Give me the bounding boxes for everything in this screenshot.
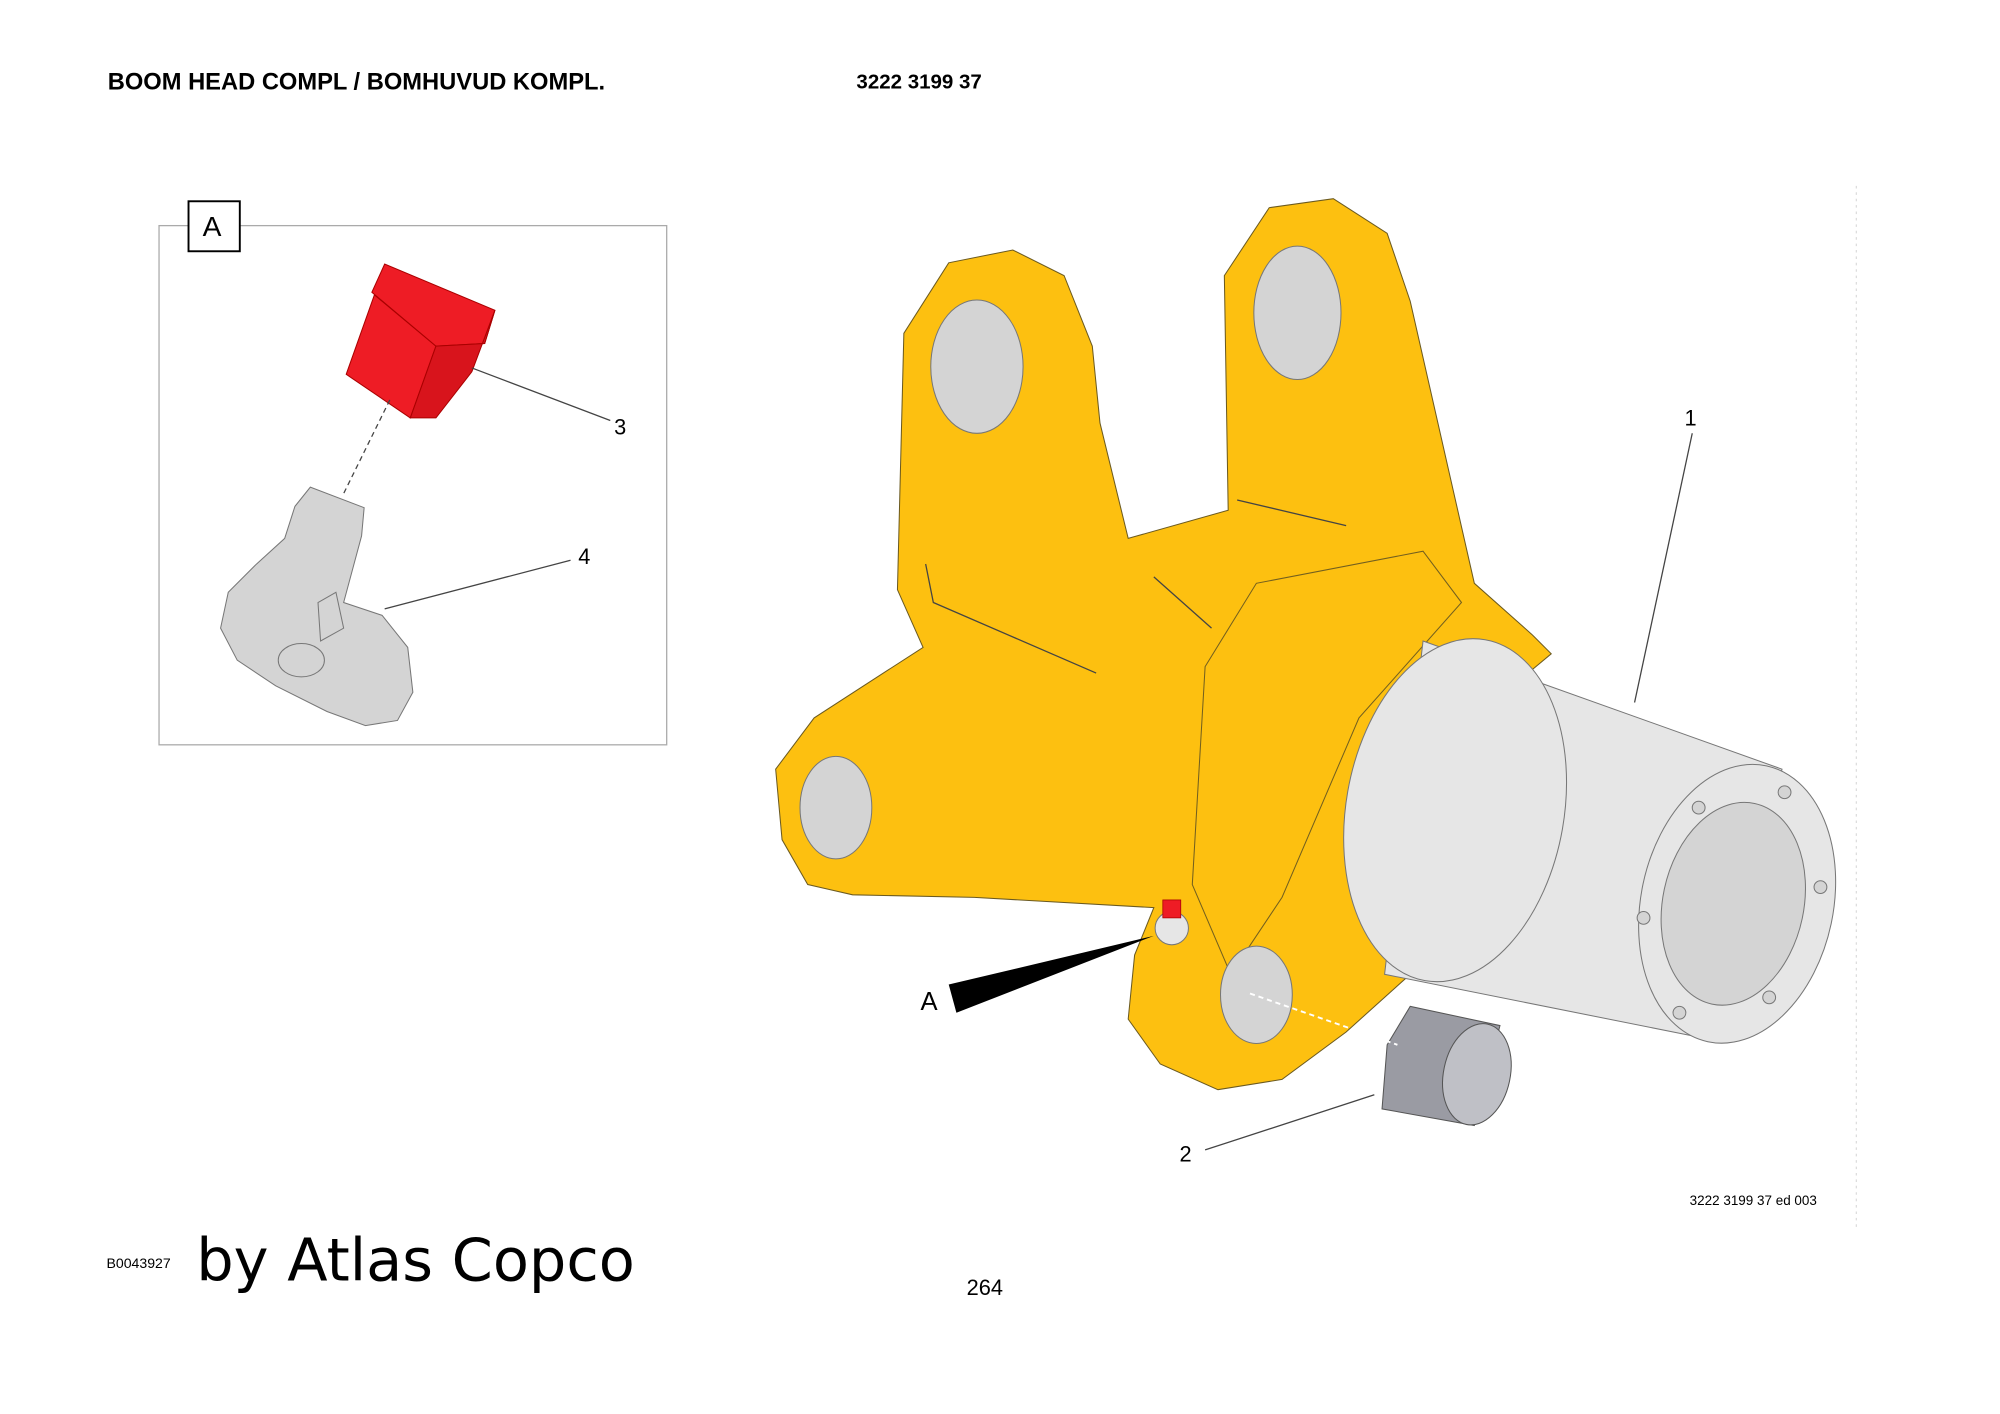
watermark: by Atlas Copco xyxy=(196,1226,635,1295)
callout-line-3 xyxy=(471,367,611,422)
part-number: 3222 3199 37 xyxy=(856,70,981,93)
detail-label-box xyxy=(187,200,241,253)
detail-view-a: A 3 4 xyxy=(158,200,668,746)
red-fitting-marker xyxy=(1162,899,1182,919)
red-cap-part-3 xyxy=(345,263,496,419)
callout-1: 1 xyxy=(1685,406,1697,431)
callout-line-1 xyxy=(1633,433,1693,703)
callout-line-2 xyxy=(1204,1094,1375,1151)
callout-line-4 xyxy=(384,559,571,610)
callout-2: 2 xyxy=(1179,1141,1191,1166)
grease-fitting-part-4 xyxy=(220,486,414,727)
page-number: 264 xyxy=(967,1275,1003,1300)
page-title: BOOM HEAD COMPL / BOMHUVUD KOMPL. xyxy=(108,70,605,96)
detail-pointer-label: A xyxy=(921,988,939,1016)
detail-frame xyxy=(158,224,668,746)
drawing-reference: 3222 3199 37 ed 003 xyxy=(1690,1193,1817,1208)
detail-label: A xyxy=(203,210,222,242)
callout-4: 4 xyxy=(578,544,590,569)
cylinder-tube xyxy=(1343,638,1837,1044)
image-id: B0043927 xyxy=(106,1255,170,1271)
detail-pointer-arrow xyxy=(948,935,1154,1013)
callout-3: 3 xyxy=(614,415,626,440)
bushing-part-2 xyxy=(1381,1005,1512,1127)
